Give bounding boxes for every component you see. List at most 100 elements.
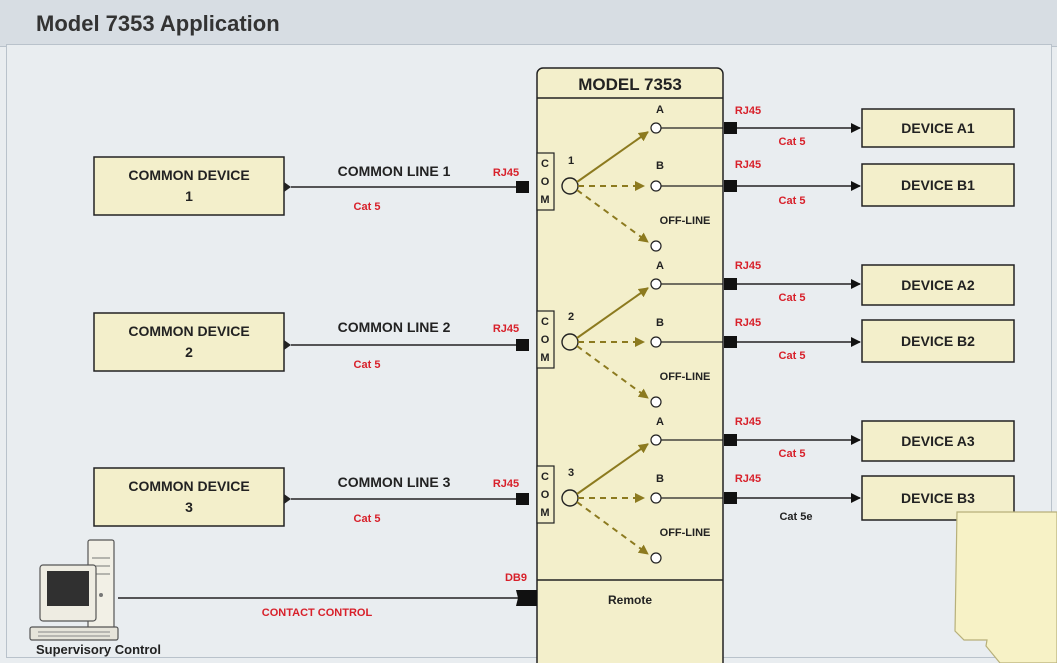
- device-a3-box[interactable]: [861, 420, 1015, 462]
- common-device-1-label: COMMON DEVICE: [128, 167, 249, 183]
- switch-1-off-path: [576, 189, 649, 243]
- common-device-1-box[interactable]: [93, 156, 285, 216]
- switch-3-label-off: OFF-LINE: [660, 527, 711, 539]
- output-device-a3: RJ45 Cat 5 DEVICE A3: [724, 416, 1015, 462]
- rj45-connector-icon: [724, 434, 737, 446]
- switch-3-contact-off-icon: [650, 552, 662, 564]
- com-2-pivot-icon: [561, 333, 579, 351]
- switch-3-off-path: [576, 501, 649, 555]
- device-a1-label: DEVICE A1: [901, 120, 975, 136]
- com-3-port: [536, 465, 555, 524]
- common-device-2-box[interactable]: [93, 312, 285, 372]
- device-a2-label: DEVICE A2: [901, 277, 975, 293]
- switch-2-contact-off-icon: [650, 396, 662, 408]
- device-b2-cat: Cat 5: [779, 350, 806, 362]
- remote-label: Remote: [608, 593, 652, 607]
- rj45-connector-icon: [516, 339, 529, 351]
- com-2-letter-o: O: [541, 334, 550, 346]
- com-3-pivot-icon: [561, 489, 579, 507]
- output-device-b2: RJ45 Cat 5 DEVICE B2: [724, 317, 1015, 363]
- switch-3-label-b: B: [656, 473, 664, 485]
- com-1-port: [536, 152, 555, 211]
- common-line-2-cat: Cat 5: [354, 359, 381, 371]
- common-device-1-number: 1: [185, 188, 193, 204]
- computer-icon[interactable]: [29, 539, 119, 641]
- switch-1-contact-a-icon: [650, 122, 662, 134]
- device-b3-rj45: RJ45: [735, 473, 761, 485]
- common-device-3-box[interactable]: [93, 467, 285, 527]
- common-device-2-number: 2: [185, 344, 193, 360]
- com-1-letter-o: O: [541, 176, 550, 188]
- device-2-port-icon: [284, 340, 291, 350]
- com-3-letter-m: M: [540, 507, 549, 519]
- com-3-letter-c: C: [541, 471, 549, 483]
- common-line-1-cat: Cat 5: [354, 201, 381, 213]
- device-a2-rj45: RJ45: [735, 260, 761, 272]
- model-7353-unit: MODEL 7353 Remote: [536, 67, 724, 663]
- channel-1: COMMON DEVICE 1 COMMON LINE 1 RJ45 Cat 5…: [93, 104, 723, 252]
- switch-2-contact-a-icon: [650, 278, 662, 290]
- device-b1-label: DEVICE B1: [901, 177, 975, 193]
- switch-2-label-off: OFF-LINE: [660, 371, 711, 383]
- contact-control-label: CONTACT CONTROL: [262, 607, 373, 619]
- output-device-a1: RJ45 Cat 5 DEVICE A1: [724, 105, 1015, 148]
- common-device-3-number: 3: [185, 499, 193, 515]
- switch-2-contact-b-icon: [650, 336, 662, 348]
- rj45-connector-icon: [724, 278, 737, 290]
- common-line-1-label: COMMON LINE 1: [338, 163, 451, 179]
- common-line-2-rj45: RJ45: [493, 323, 519, 335]
- device-a3-label: DEVICE A3: [901, 433, 975, 449]
- switch-3-contact-a-icon: [650, 434, 662, 446]
- switch-1-contact-off-icon: [650, 240, 662, 252]
- rj45-connector-icon: [516, 181, 529, 193]
- supervisory-control: Supervisory Control CONTACT CONTROL DB9: [29, 539, 537, 657]
- com-1-letter-c: C: [541, 158, 549, 170]
- model-title: MODEL 7353: [578, 75, 682, 94]
- supervisory-label: Supervisory Control: [36, 642, 161, 657]
- switch-1-label-a: A: [656, 104, 664, 116]
- com-1-number: 1: [568, 155, 574, 167]
- page-title: Model 7353 Application: [36, 11, 280, 36]
- switch-3-label-a: A: [656, 416, 664, 428]
- common-line-1-rj45: RJ45: [493, 167, 519, 179]
- rj45-connector-icon: [724, 336, 737, 348]
- com-2-port: [536, 310, 555, 369]
- rj45-connector-icon: [724, 180, 737, 192]
- com-2-number: 2: [568, 311, 574, 323]
- com-1-pivot-icon: [561, 177, 579, 195]
- device-b1-box[interactable]: [861, 163, 1015, 207]
- com-3-number: 3: [568, 467, 574, 479]
- device-a1-box[interactable]: [861, 108, 1015, 148]
- channel-2: COMMON DEVICE 2 COMMON LINE 2 RJ45 Cat 5…: [93, 260, 723, 408]
- device-b1-cat: Cat 5: [779, 195, 806, 207]
- rj45-connector-icon: [516, 493, 529, 505]
- device-a3-rj45: RJ45: [735, 416, 761, 428]
- output-device-a2: RJ45 Cat 5 DEVICE A2: [724, 260, 1015, 306]
- common-device-2-label: COMMON DEVICE: [128, 323, 249, 339]
- device-b3-label: DEVICE B3: [901, 490, 975, 506]
- rj45-connector-icon: [724, 492, 737, 504]
- device-a1-rj45: RJ45: [735, 105, 761, 117]
- device-a1-cat: Cat 5: [779, 136, 806, 148]
- common-device-3-label: COMMON DEVICE: [128, 478, 249, 494]
- switch-2-off-path: [576, 345, 649, 399]
- com-1-letter-m: M: [540, 194, 549, 206]
- common-line-2-label: COMMON LINE 2: [338, 319, 451, 335]
- device-b2-label: DEVICE B2: [901, 333, 975, 349]
- common-line-3-rj45: RJ45: [493, 478, 519, 490]
- com-2-letter-c: C: [541, 316, 549, 328]
- title-bar: Model 7353 Application: [0, 0, 1057, 47]
- device-1-port-icon: [284, 182, 291, 192]
- com-3-letter-o: O: [541, 489, 550, 501]
- switch-3-contact-b-icon: [650, 492, 662, 504]
- tooltip-callout: [954, 511, 1057, 663]
- switch-1-active-path: [576, 131, 649, 183]
- common-line-3-label: COMMON LINE 3: [338, 474, 451, 490]
- device-a3-cat: Cat 5: [779, 448, 806, 460]
- device-b2-box[interactable]: [861, 319, 1015, 363]
- device-a2-box[interactable]: [861, 264, 1015, 306]
- device-a2-cat: Cat 5: [779, 292, 806, 304]
- channel-3: COMMON DEVICE 3 COMMON LINE 3 RJ45 Cat 5…: [93, 416, 723, 564]
- switch-2-active-path: [576, 287, 649, 339]
